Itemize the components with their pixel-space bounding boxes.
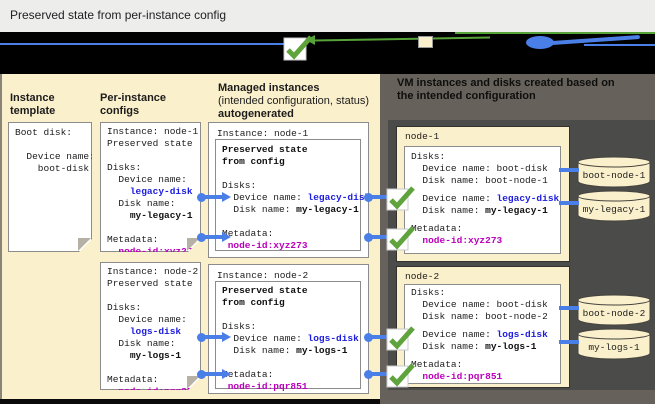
vm-node-2-inner-box: Disks: Device name: boot-disk Disk name:… — [404, 284, 561, 384]
header-bar: Preserved state from per-instance config — [0, 0, 655, 32]
connector-line — [559, 306, 579, 310]
svg-text:boot-node-1: boot-node-1 — [583, 170, 646, 181]
disk-icon — [526, 36, 554, 49]
connector-line — [559, 340, 579, 344]
column-header-managed-instances: Managed instances(intended configuration… — [218, 82, 383, 121]
check-icon — [283, 35, 313, 61]
arrowhead-icon — [222, 369, 231, 379]
vm-node-1-inner-box: Disks: Device name: boot-disk Disk name:… — [404, 146, 561, 254]
managed-node-2-title: Instance: node-2 — [217, 270, 309, 281]
check-icon — [386, 226, 415, 251]
svg-text:my-logs-1: my-logs-1 — [588, 342, 640, 353]
connector-line — [368, 372, 390, 376]
arrowhead-icon — [222, 192, 231, 202]
vm-node-1-label: node-1 — [405, 131, 440, 142]
legend-green-line — [313, 36, 491, 42]
connector-line — [368, 235, 390, 239]
connector-line — [201, 235, 223, 239]
connector-line — [201, 195, 223, 199]
connector-line — [201, 372, 223, 376]
vm-panel-title: VM instances and disks created based on … — [397, 77, 615, 102]
page-title: Preserved state from per-instance config — [10, 8, 227, 22]
arrowhead-icon — [222, 332, 231, 342]
connector-line — [559, 201, 579, 205]
legend-green-arrowhead — [306, 35, 315, 45]
vm-node-2-code: Disks: Device name: boot-disk Disk name:… — [411, 287, 548, 382]
check-icon — [386, 363, 415, 388]
config-swatch-icon — [418, 36, 433, 48]
managed-node-1-title: Instance: node-1 — [217, 128, 309, 139]
disk-cylinder-boot-node-1: boot-node-1 — [577, 156, 651, 188]
check-icon — [386, 186, 415, 211]
legend-blue-line-2 — [584, 44, 655, 46]
bottom-strip — [0, 399, 380, 404]
legend-green-line-2 — [455, 32, 655, 34]
connector-line — [201, 335, 223, 339]
vm-node-2-label: node-2 — [405, 271, 440, 282]
column-header-per-instance-configs: Per-instance configs — [100, 92, 167, 117]
disk-cylinder-my-logs-1: my-logs-1 — [577, 328, 651, 360]
legend-bar — [0, 32, 655, 74]
arrowhead-icon — [222, 232, 231, 242]
check-icon — [386, 326, 415, 351]
instance-template-box: Boot disk: Device name: boot-disk — [8, 122, 92, 252]
legend-blue-line — [0, 43, 284, 45]
managed-header-line2: (intended configuration, status) — [218, 95, 370, 107]
disk-cylinder-boot-node-2: boot-node-2 — [577, 294, 651, 326]
connector-line — [559, 168, 579, 172]
connector-line — [368, 195, 390, 199]
svg-text:my-legacy-1: my-legacy-1 — [583, 204, 646, 215]
svg-text:boot-node-2: boot-node-2 — [583, 308, 646, 319]
disk-cylinder-my-legacy-1: my-legacy-1 — [577, 190, 651, 222]
column-header-instance-template: Instance template — [10, 92, 56, 117]
instance-template-code: Boot disk: Device name: boot-disk — [15, 127, 95, 174]
managed-header-line1: Managed instances — [218, 82, 320, 94]
connector-line — [368, 335, 390, 339]
vm-node-1-code: Disks: Device name: boot-disk Disk name:… — [411, 151, 560, 246]
managed-header-line3: autogenerated — [218, 108, 294, 120]
